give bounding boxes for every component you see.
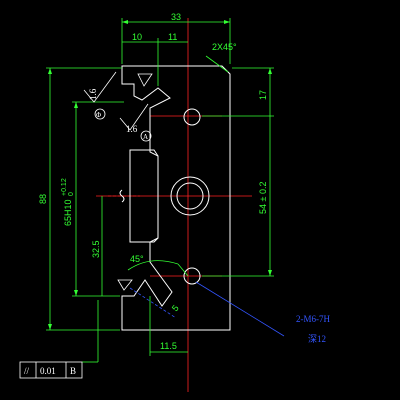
- arrow-54-bottom: [268, 270, 272, 276]
- datum-a-text: A: [143, 133, 148, 141]
- dim-65-tol-upper: +0.12: [61, 178, 68, 196]
- bottom-threaded-hole: [183, 267, 201, 285]
- datum-a-circle: [140, 130, 152, 142]
- dim-11-text: 11: [168, 32, 177, 42]
- center-bore-outer: [170, 176, 210, 216]
- arrow-65-bottom: [74, 290, 78, 296]
- tolerance-datum: B: [70, 366, 76, 376]
- roughness-value-lower: 1.6: [126, 124, 138, 134]
- dim-88-text: 88: [38, 194, 48, 204]
- angle-leader: [177, 263, 189, 277]
- depth-note: 深12: [308, 334, 326, 344]
- roughness-symbol-left: [83, 71, 117, 103]
- slot-profile: [129, 149, 159, 243]
- tolerance-value: 0.01: [40, 366, 56, 376]
- dimension-lines: [46, 18, 274, 363]
- roughness-symbol-mid: [137, 73, 153, 87]
- dim-54-text: 54 ± 0.2: [258, 182, 268, 214]
- tolerance-frame: [19, 361, 83, 379]
- dim-angle-text: 45°: [130, 254, 144, 264]
- arrow-33-right: [224, 20, 230, 24]
- tolerance-frame-box: [19, 361, 83, 379]
- circle-mark-symbol: [94, 108, 106, 120]
- dimension-arrows: [48, 20, 272, 330]
- tolerance-symbol: //: [24, 366, 30, 376]
- circle-mark-text: Φ: [96, 111, 101, 119]
- roughness-symbol-lower: [119, 103, 149, 131]
- thread-hidden-line: [129, 287, 177, 319]
- roughness-value-left: 1.6: [88, 88, 98, 100]
- dim-11-5-text: 11.5: [160, 341, 177, 351]
- dim-65-text: 65H10: [63, 199, 73, 226]
- dim-chamfer-text: 2X45°: [212, 42, 237, 52]
- dim-5-text: 5: [170, 303, 181, 313]
- top-threaded-hole: [183, 108, 201, 126]
- dim-17-text: 17: [258, 90, 268, 100]
- arrow-17-top: [268, 68, 272, 74]
- arrow-88-top: [48, 68, 52, 74]
- arrow-65-top: [74, 102, 78, 108]
- outer-profile: [121, 65, 231, 331]
- thread-leader-line: [195, 281, 285, 337]
- roughness-symbol-bottom: [117, 279, 133, 291]
- centerlines: [96, 18, 252, 392]
- dim-33-text: 33: [171, 12, 181, 22]
- dim-32-text: 32.5: [91, 240, 101, 258]
- dim-65-tol-lower: 0: [68, 192, 75, 196]
- slot-break-mark: [119, 189, 125, 203]
- chamfer-leader: [205, 55, 229, 73]
- thread-leader: [129, 281, 285, 337]
- part-code-note: 2-M6-7H: [296, 314, 330, 324]
- dim-10-text: 10: [132, 32, 142, 42]
- center-bore-inner: [176, 182, 204, 210]
- arrow-33-left: [122, 20, 128, 24]
- roughness-symbols: [83, 71, 153, 291]
- part-outline: [119, 65, 231, 331]
- arrow-88-bottom: [48, 324, 52, 330]
- angle-arc: [127, 260, 179, 271]
